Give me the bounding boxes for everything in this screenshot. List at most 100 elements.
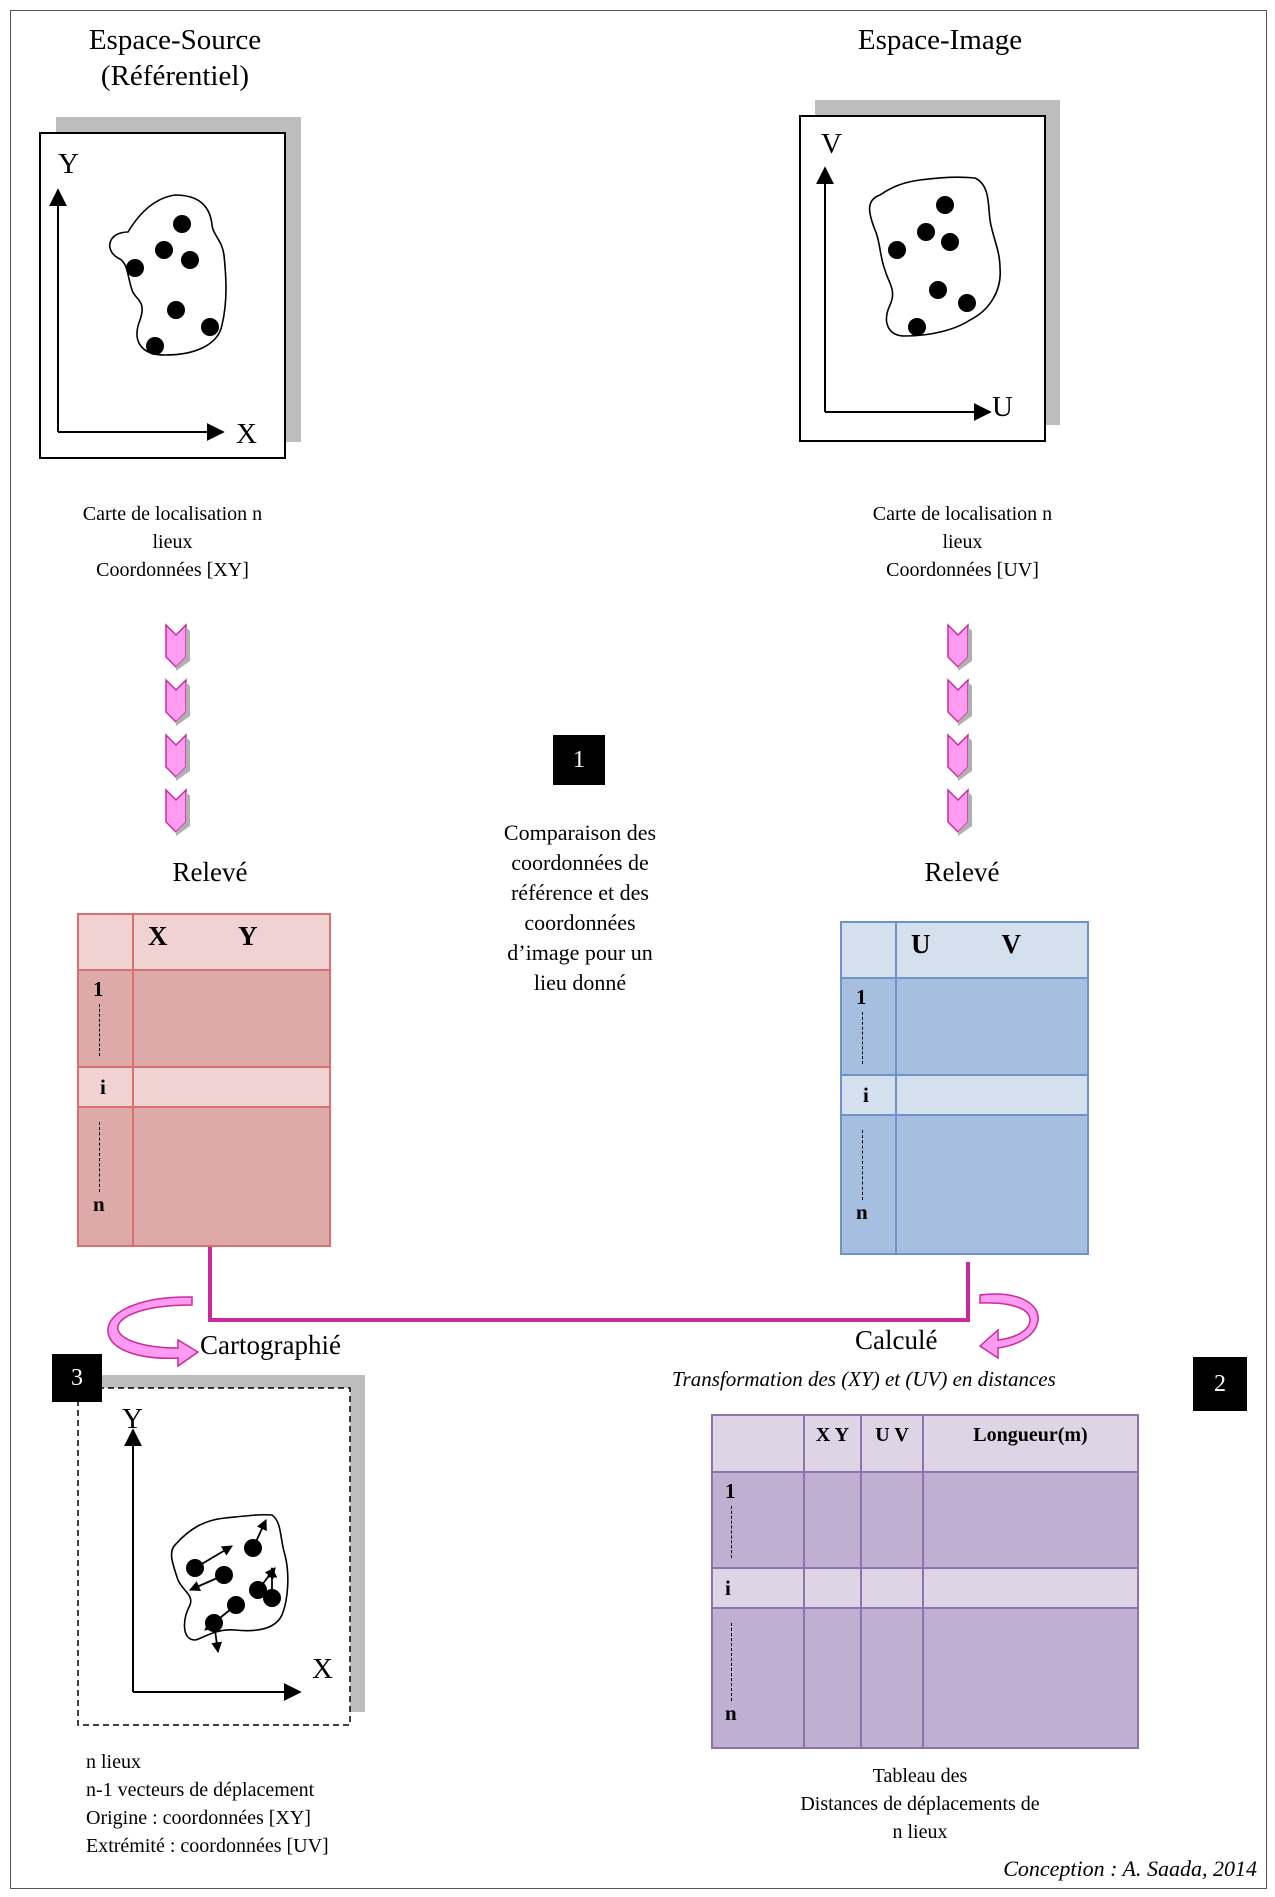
source-axis-x: X (236, 418, 257, 450)
table-cell (922, 1567, 1139, 1609)
distance-table-caption: Tableau des Distances de déplacements de… (770, 1762, 1070, 1846)
source-title-line1: Espace-Source (88, 24, 262, 56)
image-caption-line: Coordonnées [UV] (886, 559, 1039, 581)
comparison-line: référence et des (510, 880, 649, 905)
row-label-1: 1 (856, 985, 867, 1009)
comparison-text: Comparaison des coordonnées de référence… (445, 818, 715, 998)
dashed-ellipsis (862, 1130, 863, 1200)
transformation-subtitle: Transformation des (XY) et (UV) en dista… (672, 1367, 1056, 1391)
table-row-label: 1 (840, 977, 897, 1076)
image-space-title: Espace-Image (857, 24, 1023, 56)
dashed-ellipsis (99, 1122, 100, 1192)
table-cell (895, 1074, 1089, 1116)
image-caption-line: Carte de localisation n (872, 503, 1053, 525)
dashed-ellipsis (731, 1623, 732, 1701)
image-coordinates-table: U V 1 i n (840, 921, 1089, 1255)
table-cell (803, 1471, 862, 1569)
table-cell (132, 1066, 331, 1108)
vector-map-caption: n lieux n-1 vecteurs de déplacement Orig… (86, 1748, 329, 1860)
vector-axis-x: X (312, 1653, 333, 1685)
distance-table: X Y U V Longueur(m) 1 i n (711, 1414, 1139, 1749)
source-space-title: Espace-Source (Référentiel) (50, 22, 300, 94)
comparison-line: d’image pour un (507, 940, 653, 965)
image-releve-label: Relevé (924, 857, 1000, 887)
table-cell (922, 1471, 1139, 1569)
source-axis-y: Y (58, 148, 79, 180)
credit-text: Conception : A. Saada, 2014 (1003, 1856, 1257, 1881)
table-header: X Y (132, 913, 331, 971)
calcule-label: Calculé (855, 1325, 938, 1355)
row-label-1: 1 (93, 977, 104, 1001)
table-row-label: i (77, 1066, 134, 1108)
step-2-badge: 2 (1193, 1357, 1247, 1411)
header-x: X (148, 921, 168, 951)
source-title-line2: (Référentiel) (100, 60, 250, 92)
row-label-1: 1 (725, 1479, 736, 1503)
row-label-n: n (856, 1200, 868, 1224)
vector-caption-line: n lieux (86, 1751, 141, 1773)
header-y: Y (238, 921, 258, 951)
source-caption-line: lieux (152, 531, 193, 553)
table-corner-cell (77, 913, 134, 971)
comparison-line: lieu donné (533, 970, 627, 995)
table-corner-cell (840, 921, 897, 979)
table-cell (132, 969, 331, 1068)
table-cell (860, 1471, 924, 1569)
dashed-ellipsis (731, 1506, 732, 1558)
image-caption-line: lieux (942, 531, 983, 553)
image-map (799, 100, 1060, 442)
header-u: U (911, 929, 931, 959)
table-row-label: 1 (711, 1471, 805, 1569)
connector-line (208, 1247, 970, 1322)
vector-axis-y: Y (122, 1403, 143, 1435)
vector-caption-line: n-1 vecteurs de déplacement (86, 1779, 315, 1801)
vector-caption-line: Origine : coordonnées [XY] (86, 1807, 311, 1829)
source-map (39, 117, 301, 459)
table-row-label: 1 (77, 969, 134, 1068)
table-cell (803, 1607, 862, 1749)
table-cell (895, 1114, 1089, 1255)
comparison-line: coordonnées de (511, 850, 649, 875)
distance-caption-line: Distances de déplacements de (800, 1793, 1040, 1815)
table-cell (860, 1607, 924, 1749)
comparison-line: coordonnées (524, 910, 636, 935)
dashed-ellipsis (862, 1012, 863, 1064)
row-label-n: n (93, 1192, 105, 1216)
table-cell (922, 1607, 1139, 1749)
image-axis-v: V (821, 128, 842, 160)
distance-caption-line: n lieux (892, 1821, 948, 1843)
dashed-ellipsis (99, 1004, 100, 1056)
vector-caption-line: Extrémité : coordonnées [UV] (86, 1835, 329, 1857)
header-length: Longueur(m) (922, 1414, 1139, 1473)
distance-caption-line: Tableau des (872, 1765, 968, 1787)
chevron-arrows-left (165, 624, 191, 837)
image-map-caption: Carte de localisation n lieux Coordonnée… (830, 500, 1095, 584)
source-caption-line: Carte de localisation n (82, 503, 263, 525)
source-releve-label: Relevé (172, 857, 248, 887)
image-axis-u: U (992, 391, 1013, 423)
comparison-line: Comparaison des (503, 820, 657, 845)
table-cell (803, 1567, 862, 1609)
table-cell (132, 1106, 331, 1247)
step-1-badge: 1 (553, 735, 605, 785)
table-header: U V (895, 921, 1089, 979)
header-uv: U V (860, 1414, 924, 1473)
curved-arrow-right (978, 1293, 1039, 1360)
table-corner-cell (711, 1414, 805, 1473)
curved-arrow-left (107, 1296, 200, 1368)
chevron-arrows-right (947, 624, 973, 837)
source-caption-line: Coordonnées [XY] (96, 559, 249, 581)
table-cell (860, 1567, 924, 1609)
step-3-badge: 3 (52, 1354, 102, 1402)
table-row-label: n (840, 1114, 897, 1255)
cartographie-label: Cartographié (200, 1330, 341, 1360)
table-row-label: i (711, 1567, 805, 1609)
table-row-label: i (840, 1074, 897, 1116)
diagram-frame (10, 10, 1267, 1889)
table-row-label: n (711, 1607, 805, 1749)
source-coordinates-table: X Y 1 i n (77, 913, 331, 1247)
table-cell (895, 977, 1089, 1076)
table-row-label: n (77, 1106, 134, 1247)
header-xy: X Y (803, 1414, 862, 1473)
